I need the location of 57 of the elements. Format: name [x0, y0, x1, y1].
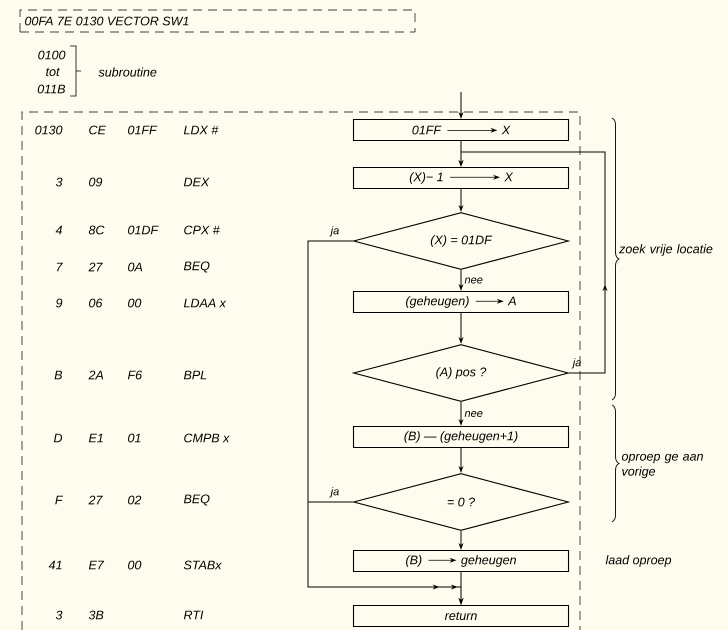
code-listing-text: E1: [88, 434, 103, 442]
annotation-text: zoek vrije locatie: [619, 244, 712, 256]
process-box: (geheugen) A: [352, 290, 570, 314]
code-listing-text: 01FF: [128, 126, 158, 134]
code-listing-text: RTI: [184, 610, 204, 620]
code-listing-text: STABx: [184, 560, 222, 570]
annotation-text: subroutine: [98, 67, 156, 77]
process-box: (X)− 1 X: [352, 166, 570, 190]
code-listing-text: 0A: [128, 262, 142, 272]
process-box: return: [352, 604, 570, 628]
code-listing-text: 2A: [88, 370, 104, 380]
code-listing-text: 27: [88, 262, 103, 272]
edge-label: ja: [329, 487, 339, 498]
code-listing-text: 00: [128, 560, 142, 570]
code-listing-text: CE: [89, 126, 106, 134]
edge-label: ja: [572, 358, 581, 368]
process-box: (B) — (geheugen+1): [352, 426, 570, 448]
code-listing-text: 02: [128, 496, 142, 504]
code-listing-text: 27: [88, 496, 103, 504]
code-listing-text: 8C: [88, 226, 105, 234]
code-listing-text: 3: [56, 610, 62, 620]
code-listing-text: LDX #: [184, 126, 218, 134]
annotation-text: oproep ge aan vorige: [622, 454, 703, 478]
code-listing-text: E7: [88, 560, 104, 570]
code-listing-text: 9: [56, 298, 62, 308]
code-listing-text: 09: [89, 178, 102, 186]
code-listing-text: D: [54, 434, 62, 442]
code-listing-text: 01: [128, 434, 140, 442]
code-listing-text: CMPB x: [184, 434, 230, 442]
process-box: (B) geheugen: [352, 550, 570, 572]
code-listing-text: F6: [128, 370, 142, 380]
code-listing-text: 01DF: [128, 226, 159, 234]
code-listing-text: 41: [48, 560, 62, 570]
code-listing-text: 06: [89, 298, 102, 308]
code-listing-text: LDAA x: [184, 298, 226, 308]
edge-label: ja: [329, 226, 339, 236]
address-text: 011B: [38, 84, 66, 94]
address-text: 0100: [38, 50, 66, 60]
code-listing-text: 3: [56, 178, 62, 186]
code-listing-text: BEQ: [184, 261, 210, 273]
code-listing-text: 0130: [35, 126, 62, 134]
edge-label: nee: [464, 278, 482, 284]
range-text: tot: [46, 68, 60, 76]
code-listing-text: B: [54, 370, 62, 380]
code-listing-text: BPL: [184, 370, 206, 380]
annotation-text: laad oproep: [606, 555, 672, 567]
header-text: 00FA 7E 0130 VECTOR SW1: [25, 16, 188, 26]
code-listing-text: DEX: [184, 178, 210, 186]
code-listing-text: BEQ: [184, 494, 210, 506]
code-listing-text: 4: [56, 226, 62, 234]
process-box: 01FF X: [352, 118, 570, 142]
code-listing-text: 7: [56, 262, 63, 272]
code-listing-text: F: [55, 496, 64, 504]
code-listing-text: CPX #: [184, 226, 220, 234]
code-listing-text: 3B: [88, 610, 104, 620]
edge-label: nee: [464, 411, 482, 418]
code-listing-text: 00: [128, 298, 142, 308]
